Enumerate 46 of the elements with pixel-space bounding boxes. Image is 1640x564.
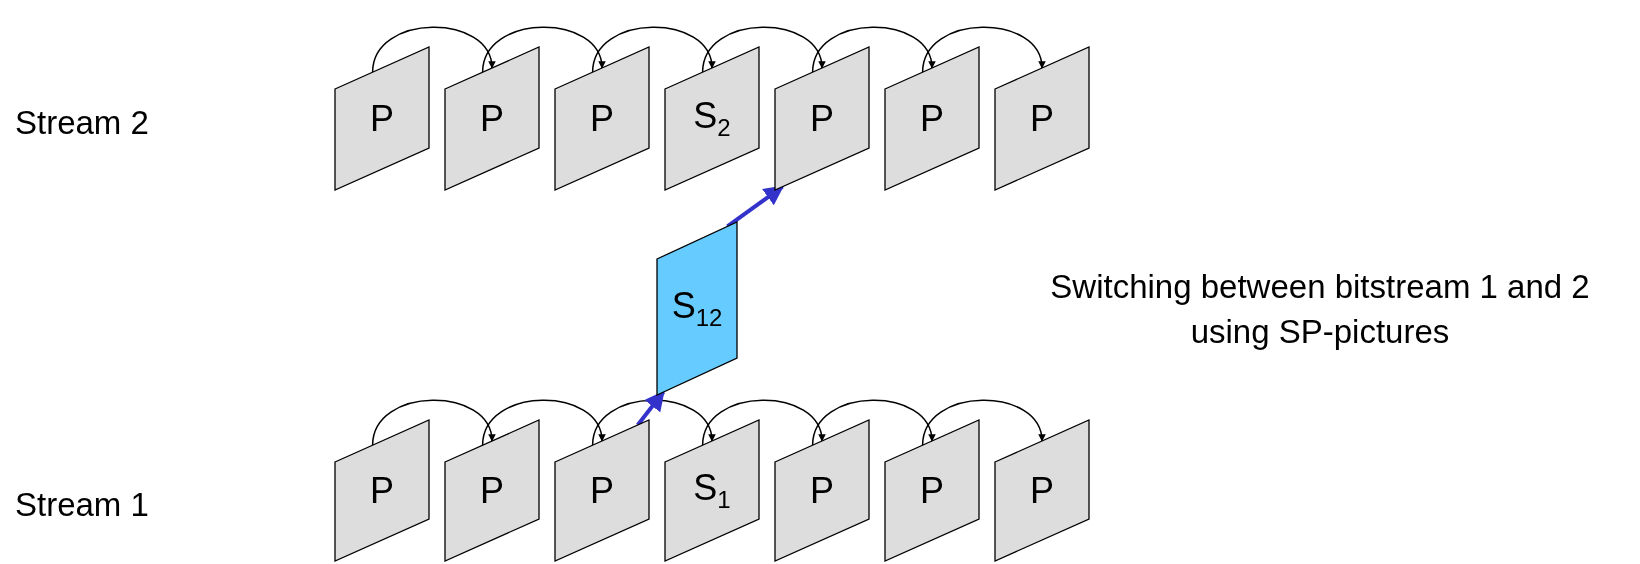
frame-parallelogram: [885, 420, 979, 561]
caption-text: Switching between bitstream 1 and 2 using SP-pictures: [1049, 267, 1591, 352]
frame-parallelogram: [995, 420, 1089, 561]
frame-label: P: [809, 100, 835, 137]
frame-label: P: [369, 100, 395, 137]
frame-parallelogram: [995, 47, 1089, 190]
frame-label: S$_{1}$: [692, 469, 732, 512]
frame-parallelogram: [555, 47, 649, 190]
frame-parallelogram: [775, 47, 869, 190]
frame-label: P: [919, 472, 945, 509]
frame-parallelogram: [885, 47, 979, 190]
arrow: [701, 399, 825, 446]
arrow: [481, 399, 605, 446]
frame-parallelogram: [555, 420, 649, 561]
frame-parallelogram: [445, 47, 539, 190]
frame-parallelogram: [775, 420, 869, 561]
frame-parallelogram: [335, 47, 429, 190]
frame-label: P: [369, 472, 395, 509]
frame-label: P: [1029, 472, 1055, 509]
frame-label: P: [809, 472, 835, 509]
frame-label: P: [479, 100, 505, 137]
frame-parallelogram: [665, 47, 759, 190]
frame-parallelogram: [445, 420, 539, 561]
arrow: [636, 390, 665, 427]
arrow: [371, 399, 495, 446]
frame-label: P: [1029, 100, 1055, 137]
frame-label: S$_{12}$: [670, 287, 724, 330]
frame-label: P: [919, 100, 945, 137]
stream-label: Stream 2: [15, 103, 150, 143]
arrow: [811, 26, 935, 73]
arrow: [591, 26, 715, 73]
arrow: [481, 26, 605, 73]
frame-label: P: [589, 472, 615, 509]
frame-label: P: [479, 472, 505, 509]
arrow: [371, 26, 495, 73]
frame-label: S$_{2}$: [692, 97, 732, 140]
frame-parallelogram: [657, 222, 737, 395]
arrow: [921, 399, 1045, 446]
arrow: [921, 26, 1045, 73]
stream-label: Stream 1: [15, 485, 150, 525]
arrow: [591, 399, 715, 446]
arrow: [811, 399, 935, 446]
arrow: [701, 26, 825, 73]
frame-parallelogram: [335, 420, 429, 561]
frame-parallelogram: [665, 420, 759, 561]
frame-label: P: [589, 100, 615, 137]
